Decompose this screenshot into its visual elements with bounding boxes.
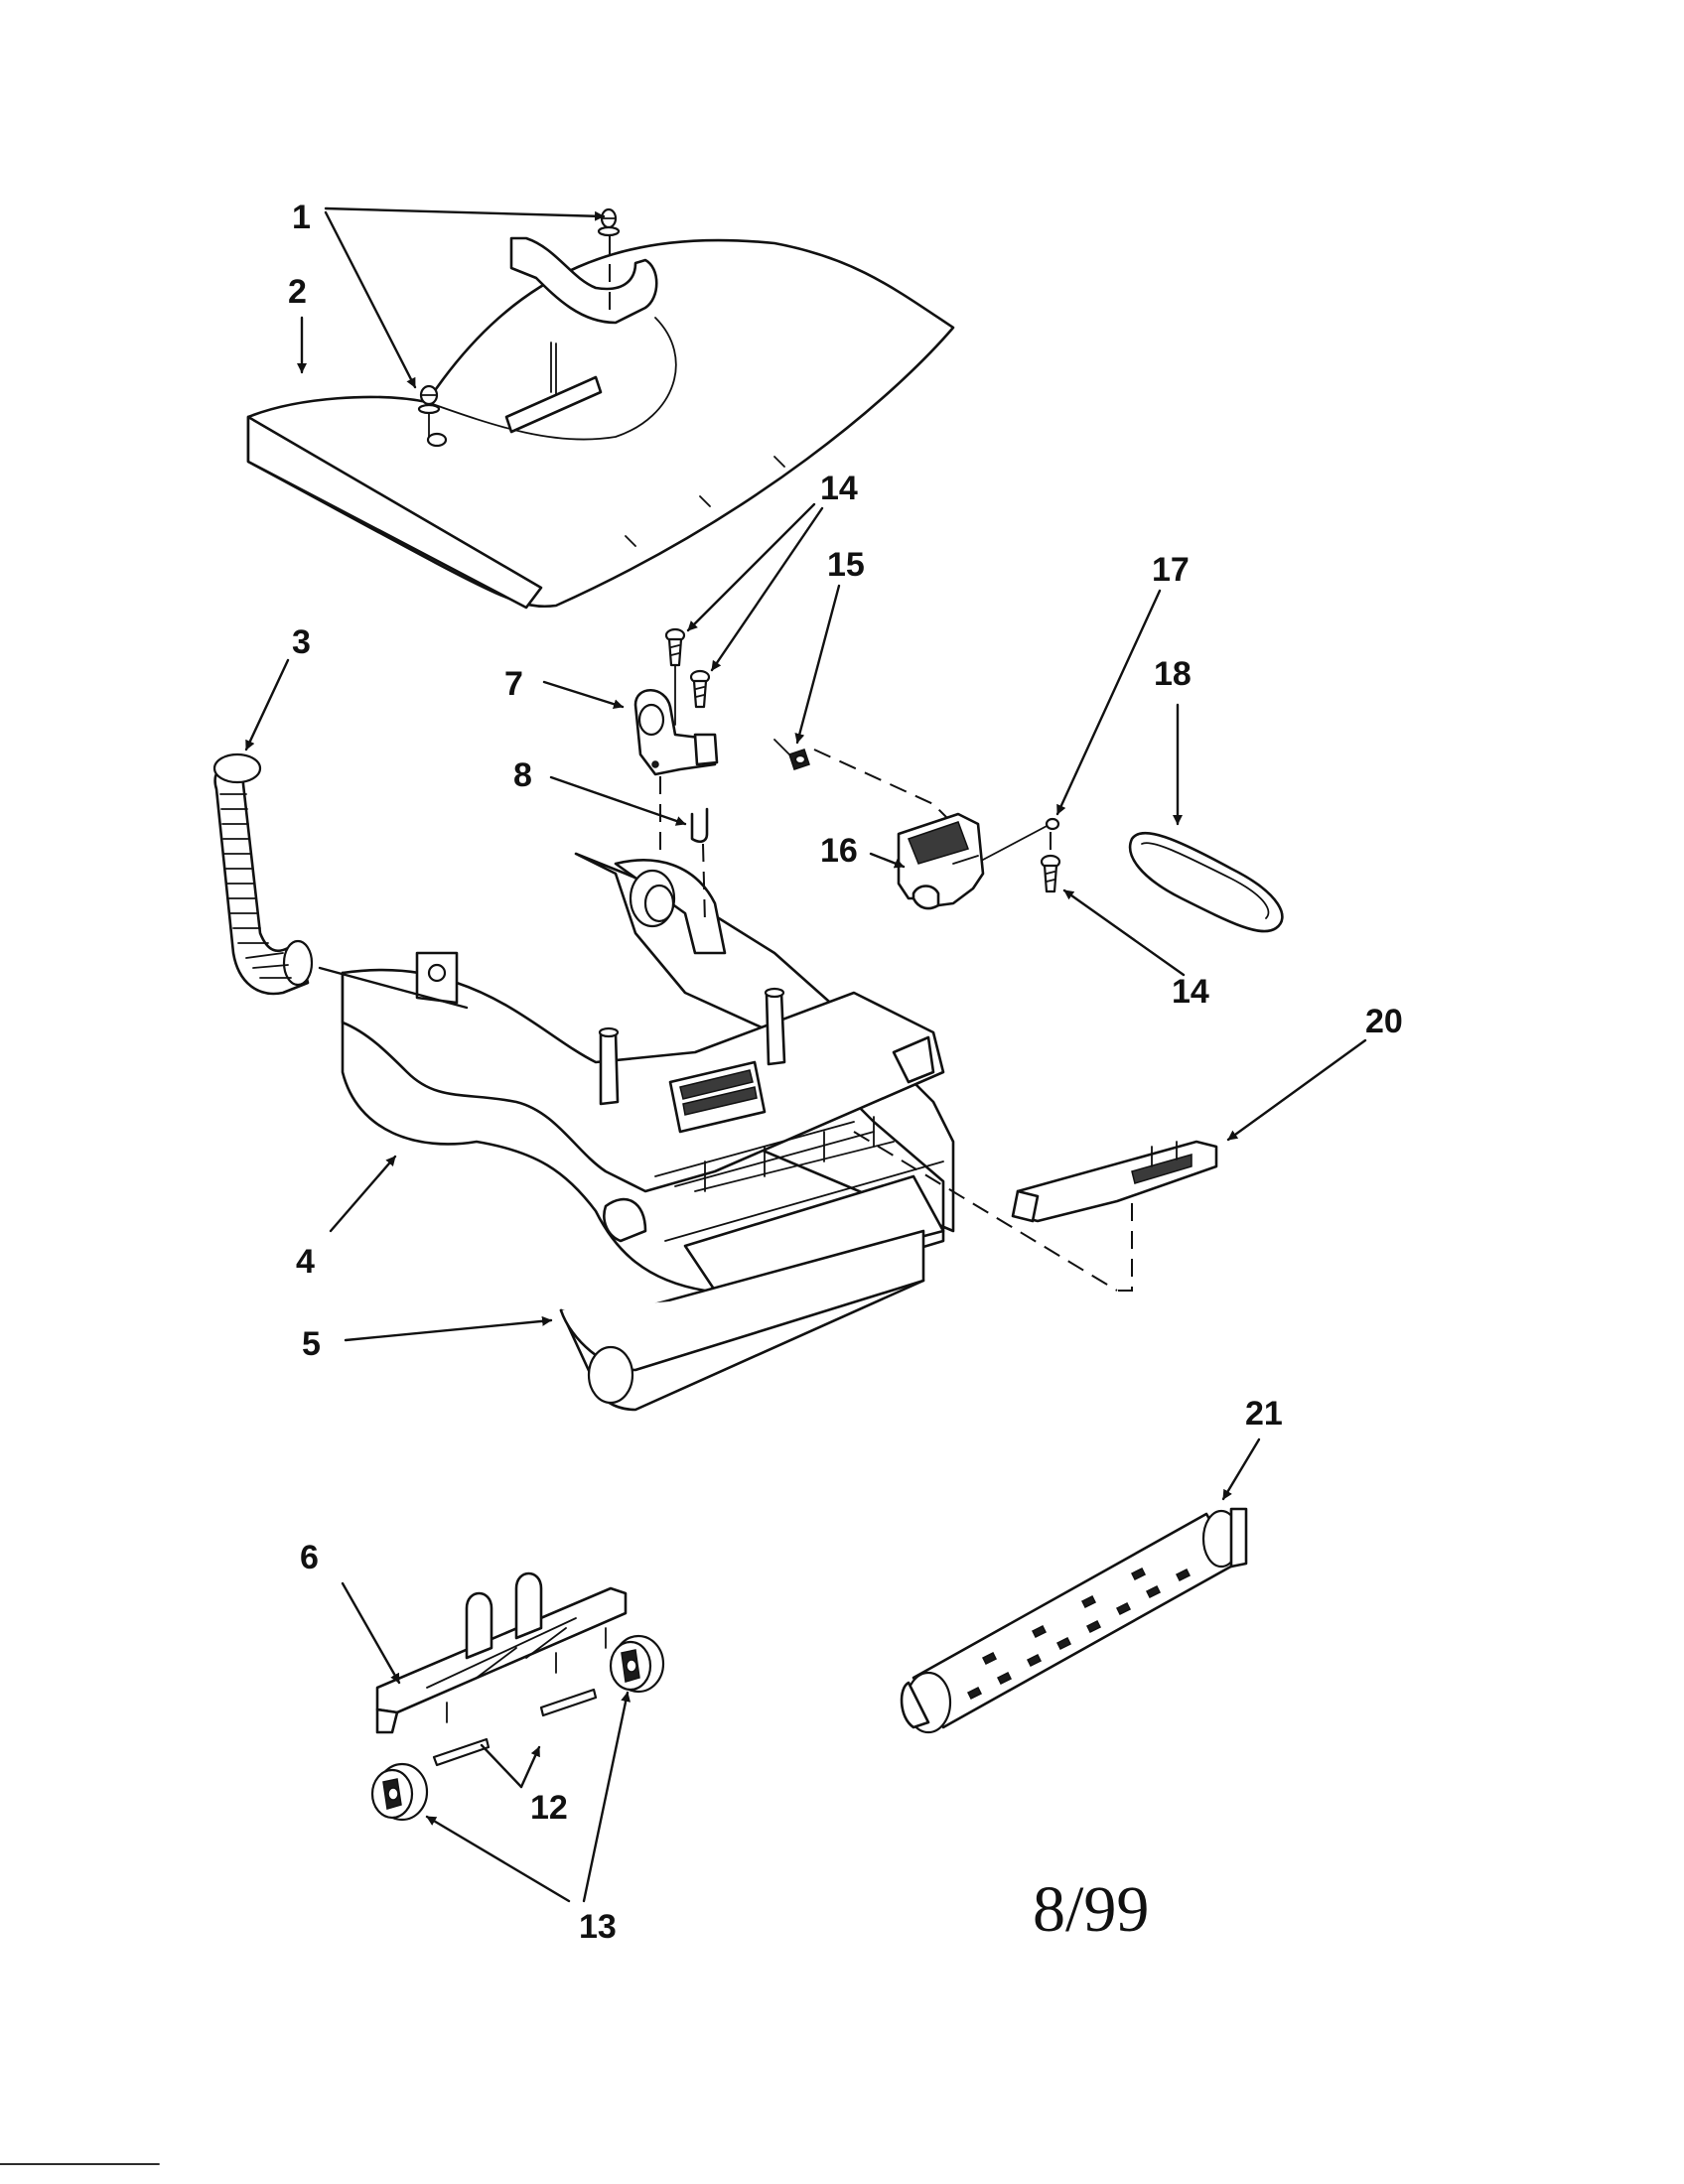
part-3-hose <box>212 752 314 996</box>
callout-12: 12 <box>530 1789 568 1827</box>
revision-date: 8/99 <box>1033 1873 1149 1946</box>
callout-6: 6 <box>300 1539 319 1576</box>
callout-16: 16 <box>820 832 858 870</box>
part-14-screw-upper-a <box>664 627 686 726</box>
part-18-belt <box>1128 831 1284 933</box>
part-15-assembly-line <box>813 749 954 825</box>
callout-15: 15 <box>827 546 865 584</box>
callout-5: 5 <box>302 1325 321 1363</box>
part-2-hood-cover <box>246 236 955 610</box>
part-13-wheel-left <box>370 1762 429 1822</box>
callout-8: 8 <box>513 756 532 794</box>
callout-14-bottom: 14 <box>1172 973 1209 1011</box>
leader-lines <box>244 206 1367 1903</box>
part-17-pin <box>982 817 1060 861</box>
callout-13: 13 <box>579 1908 617 1946</box>
part-14-screw-lower <box>1040 832 1061 893</box>
part-20-latch <box>1011 1140 1218 1292</box>
part-7-bracket <box>633 689 719 854</box>
part-15-nut <box>773 739 810 770</box>
part-1-screw-left <box>417 384 441 438</box>
callout-1: 1 <box>292 199 311 236</box>
part-8-clip <box>690 807 709 924</box>
callout-7: 7 <box>504 665 523 703</box>
callout-3: 3 <box>292 623 311 661</box>
callout-18: 18 <box>1154 655 1192 693</box>
callout-14-top: 14 <box>820 470 858 507</box>
part-5-bumper <box>559 1229 925 1412</box>
part-12-axle-b <box>539 1688 598 1717</box>
callout-17: 17 <box>1152 551 1190 589</box>
part-20-assembly-line <box>853 1131 1118 1292</box>
part-4-base <box>341 852 955 1293</box>
callout-21: 21 <box>1245 1395 1283 1433</box>
callout-20: 20 <box>1365 1003 1403 1040</box>
part-16-switch <box>897 812 985 910</box>
callout-labels: 1 2 3 4 5 6 7 8 12 13 14 15 16 17 18 14 … <box>288 199 1403 1946</box>
part-12-axle-a <box>432 1737 491 1767</box>
callout-4: 4 <box>296 1243 315 1281</box>
part-21-brushroll <box>900 1507 1248 1734</box>
part-13-wheel-right <box>609 1634 665 1694</box>
part-14-screw-upper-b <box>689 669 711 709</box>
part-6-axle-carrier <box>375 1571 628 1734</box>
part-1-screw-right <box>597 207 621 318</box>
callout-2: 2 <box>288 273 307 311</box>
